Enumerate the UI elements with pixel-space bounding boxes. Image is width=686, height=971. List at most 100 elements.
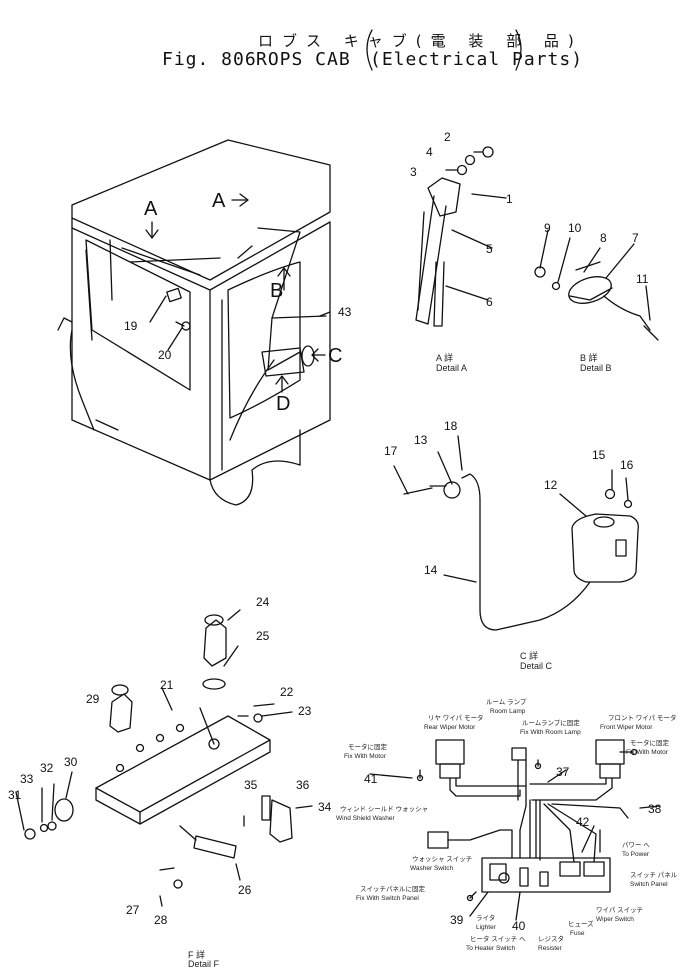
label-room-lamp: Room Lamp — [490, 708, 526, 715]
callout-19: 19 — [124, 319, 138, 333]
callout-22: 22 — [280, 685, 294, 699]
title-subtitle: (Electrical Parts) — [370, 49, 584, 70]
detail-f-drawing — [16, 246, 312, 906]
detail-f-jp: F 詳 — [188, 950, 205, 960]
callout-3: 3 — [410, 165, 417, 179]
callout-18: 18 — [444, 419, 458, 433]
label-fix-with-motor-right-jp: モータに固定 — [630, 740, 669, 747]
label-fuse-jp: ヒューズ — [568, 921, 594, 928]
callout-6: 6 — [486, 295, 493, 309]
label-wiper-switch: Wiper Switch — [596, 916, 634, 923]
callout-21: 21 — [160, 678, 174, 692]
callout-23: 23 — [298, 704, 312, 718]
callout-2: 2 — [444, 130, 451, 144]
label-resistor-jp: レジスタ — [538, 936, 564, 943]
callout-34: 34 — [318, 800, 332, 814]
detail-c-jp: C 詳 — [520, 651, 539, 661]
label-washer-switch-jp: ウォッシャ スイッチ — [412, 856, 473, 863]
label-washer-switch: Washer Switch — [410, 865, 454, 872]
detail-b-caption: Detail B — [580, 363, 612, 373]
label-wiper-switch-jp: ワイパ スイッチ — [596, 907, 644, 914]
label-fix-with-switch-panel-jp: スイッチパネルに固定 — [360, 886, 425, 893]
callout-10: 10 — [568, 221, 582, 235]
callout-1: 1 — [506, 192, 513, 206]
callout-17: 17 — [384, 444, 398, 458]
detail-b-drawing — [535, 230, 658, 340]
title-bracket-right — [516, 30, 521, 70]
label-switch-panel: Switch Panel — [630, 881, 668, 888]
label-rear-wiper-motor-jp: リヤ ワイパ モータ — [428, 715, 484, 722]
detail-a-caption: Detail A — [436, 363, 468, 373]
callout-16: 16 — [620, 458, 634, 472]
view-letter-a-left: A — [144, 198, 158, 220]
callout-29: 29 — [86, 692, 100, 706]
callout-41: 41 — [364, 772, 378, 786]
label-fix-with-motor-right: Fix With Motor — [626, 749, 668, 756]
label-to-heater-switch: To Heater Switch — [466, 945, 516, 952]
label-wind-shield-washer: Wind Shield Washer — [336, 815, 395, 822]
callout-36: 36 — [296, 778, 310, 792]
label-front-wiper-motor-jp: フロント ワイパ モータ — [608, 715, 677, 722]
callout-27: 27 — [126, 903, 140, 917]
callout-14: 14 — [424, 563, 438, 577]
callout-31: 31 — [8, 788, 22, 802]
callout-26: 26 — [238, 883, 252, 897]
label-resistor: Resister — [538, 945, 562, 952]
callout-43: 43 — [338, 305, 352, 319]
callout-11: 11 — [636, 272, 649, 286]
label-room-lamp-jp: ルーム ランプ — [486, 699, 527, 706]
view-letter-d: D — [276, 393, 291, 415]
label-fix-with-switch-panel: Fix With Switch Panel — [356, 895, 419, 902]
callout-39: 39 — [450, 913, 464, 927]
detail-a-drawing — [416, 147, 506, 326]
callout-40: 40 — [512, 919, 526, 933]
figure-number: Fig. 806 — [162, 49, 257, 70]
label-fix-with-room-lamp: Fix With Room Lamp — [520, 729, 581, 736]
callout-42: 42 — [576, 815, 590, 829]
label-to-heater-switch-jp: ヒータ スイッチ へ — [470, 936, 526, 943]
detail-c-caption: Detail C — [520, 661, 553, 671]
label-front-wiper-motor: Front Wiper Motor — [600, 724, 653, 731]
callout-38: 38 — [648, 802, 662, 816]
label-fix-with-motor-left-jp: モータに固定 — [348, 744, 387, 751]
title-name: ROPS CAB — [256, 49, 351, 70]
label-lighter-jp: ライタ — [476, 915, 496, 922]
wiring-diagram — [320, 312, 660, 920]
callout-8: 8 — [600, 231, 607, 245]
detail-f-caption: Detail F — [188, 959, 220, 969]
label-fix-with-room-lamp-jp: ルームランプに固定 — [522, 720, 580, 727]
label-rear-wiper-motor: Rear Wiper Motor — [424, 724, 476, 731]
detail-c-drawing — [394, 436, 638, 630]
callout-25: 25 — [256, 629, 270, 643]
callout-20: 20 — [158, 348, 172, 362]
callout-7: 7 — [632, 231, 639, 245]
callout-9: 9 — [544, 221, 551, 235]
view-letter-a-top: A — [212, 190, 226, 212]
callout-24: 24 — [256, 595, 270, 609]
callout-32: 32 — [40, 761, 54, 775]
title-bracket-left — [367, 30, 372, 70]
cab-assembly — [58, 140, 330, 505]
label-fix-with-motor-left: Fix With Motor — [344, 753, 386, 760]
title-japanese: ロブス キャブ(電 装 部 品) — [258, 32, 583, 50]
callout-28: 28 — [154, 913, 168, 927]
label-to-power-jp: パワー へ — [622, 842, 650, 849]
callout-30: 30 — [64, 755, 78, 769]
callout-35: 35 — [244, 778, 258, 792]
callout-12: 12 — [544, 478, 558, 492]
label-to-power: To Power — [622, 851, 650, 858]
callout-5: 5 — [486, 242, 493, 256]
label-fuse: Fuse — [570, 930, 585, 937]
callout-13: 13 — [414, 433, 428, 447]
callout-33: 33 — [20, 772, 34, 786]
label-wind-shield-washer-jp: ウィンド シールド ウォッシャ — [340, 806, 429, 813]
detail-a-jp: A 詳 — [436, 353, 454, 363]
label-lighter: Lighter — [476, 924, 496, 931]
label-switch-panel-jp: スイッチ パネル — [630, 872, 678, 879]
callout-4: 4 — [426, 145, 433, 159]
callout-37: 37 — [556, 765, 570, 779]
view-letter-c: C — [328, 345, 343, 367]
callout-15: 15 — [592, 448, 606, 462]
